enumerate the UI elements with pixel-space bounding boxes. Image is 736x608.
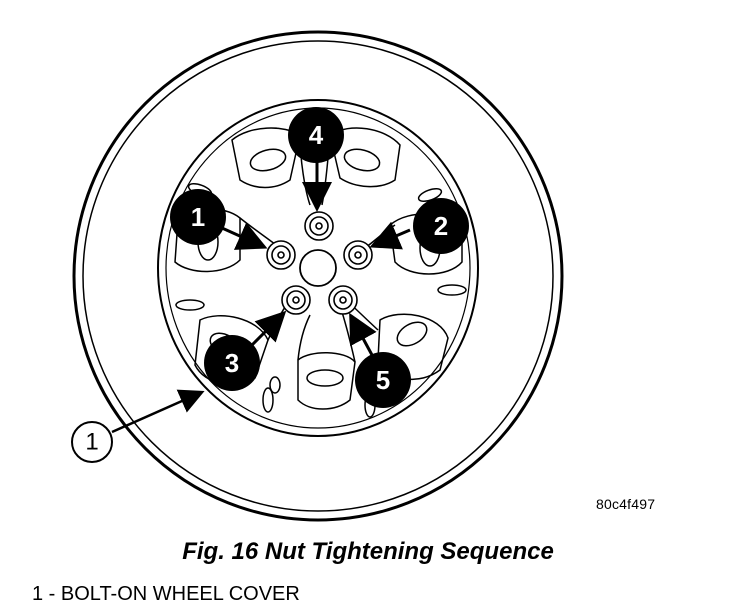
legend-text: BOLT-ON WHEEL COVER	[60, 583, 300, 605]
lug-nut-2	[343, 240, 373, 270]
tire-outer	[72, 30, 564, 522]
lug-nut-3	[281, 285, 311, 315]
arrow-1	[221, 222, 268, 250]
lug-nut-1	[266, 240, 296, 270]
arrow-2	[369, 221, 411, 250]
sequence-marker-1: 1	[170, 189, 226, 245]
sequence-marker-2: 2	[413, 198, 469, 254]
wheel-rim-outer	[157, 99, 479, 437]
sequence-label-1: 1	[191, 202, 205, 232]
arrow-3	[250, 310, 287, 347]
reference-code: 80c4f497	[596, 496, 656, 512]
sequence-arrows	[221, 150, 411, 356]
sequence-label-5: 5	[376, 365, 390, 395]
sequence-label-3: 3	[225, 348, 239, 378]
sequence-label-2: 2	[434, 211, 448, 241]
sequence-marker-4: 4	[288, 107, 344, 163]
callout-wheel-cover: 1	[71, 389, 205, 463]
legend-separator: -	[43, 583, 61, 605]
lug-nut-4	[304, 211, 334, 241]
sequence-label-4: 4	[309, 120, 324, 150]
center-hub	[299, 249, 337, 287]
callout-label: 1	[85, 429, 98, 456]
lug-nut-5	[328, 285, 358, 315]
sequence-marker-5: 5	[355, 352, 411, 408]
arrow-5	[349, 312, 377, 356]
sequence-marker-3: 3	[204, 335, 260, 391]
sequence-markers: 1 2 3 4 5	[170, 107, 469, 408]
figure-caption: Fig. 16 Nut Tightening Sequence	[182, 538, 554, 565]
lug-nuts	[266, 211, 373, 315]
tire-inner	[82, 40, 554, 512]
legend-number: 1	[32, 583, 44, 605]
legend-item: 1 - BOLT-ON WHEEL COVER	[32, 583, 300, 606]
